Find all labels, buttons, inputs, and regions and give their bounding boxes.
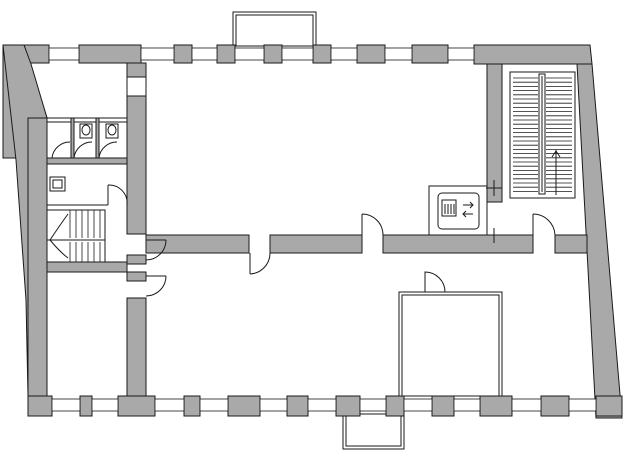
inner-room — [398, 271, 503, 397]
door-west-corridor-1 — [145, 239, 167, 261]
door-main-room — [361, 213, 384, 236]
sink-icon — [49, 176, 66, 192]
door-corridor-center — [249, 252, 271, 275]
north-balcony — [232, 11, 317, 47]
south-balcony — [342, 413, 405, 450]
door-west-corridor-2 — [145, 275, 167, 297]
elevator-arrows-icon — [428, 180, 502, 243]
toilet-icon — [79, 123, 93, 139]
door-stair-lobby — [532, 213, 556, 236]
toilet-icon — [105, 123, 119, 139]
exterior-walls — [2, 44, 623, 419]
staircase-icon — [509, 71, 576, 199]
door-west-upper — [126, 77, 147, 96]
staircase-icon — [46, 209, 106, 263]
interior-walls — [46, 62, 588, 397]
wc-partitions — [47, 117, 128, 206]
